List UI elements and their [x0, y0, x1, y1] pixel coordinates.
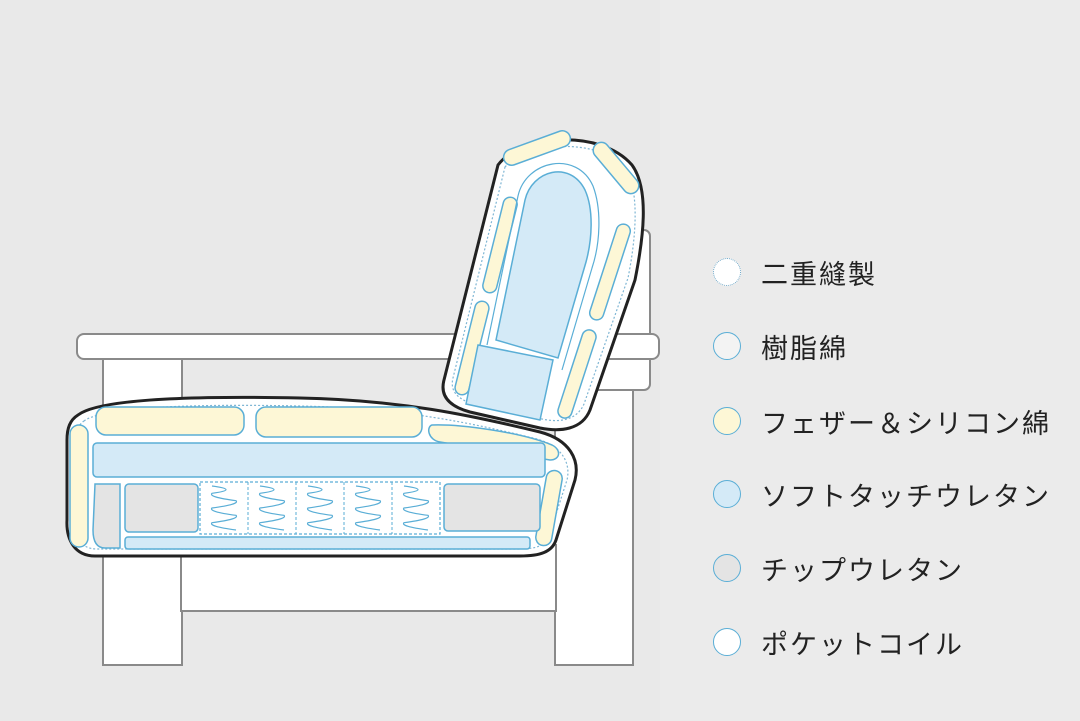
resin-cotton-swatch-icon [713, 332, 741, 360]
pocket-coil-swatch-icon [713, 628, 741, 656]
seat-chip-urethane-block [124, 483, 199, 533]
back-urethane-inner-line [486, 162, 600, 371]
seat-feather-pad [95, 406, 245, 436]
seat-soft-urethane-base [124, 536, 531, 550]
legend-item-resin-cotton: 樹脂綿 [713, 328, 1073, 365]
back-feather-pad [482, 196, 518, 294]
back-urethane-block [465, 344, 554, 421]
legend-label: ポケットコイル [761, 629, 964, 661]
chip-urethane-swatch-icon [713, 554, 741, 582]
double-stitch-swatch-icon [713, 258, 741, 286]
seat-feather-pad [255, 406, 423, 438]
soft-touch-urethane-swatch-icon [713, 480, 741, 508]
back-feather-pad [557, 329, 597, 419]
back-cushion-stitch [451, 145, 636, 422]
pocket-coil-spring [258, 485, 286, 531]
legend: 二重縫製 樹脂綿 フェザー＆シリコン綿 ソフトタッチウレタン チップウレタン ポ… [713, 254, 1073, 698]
pocket-coil-spring [402, 485, 430, 531]
back-feather-pad [502, 130, 572, 166]
seat-cushion [65, 395, 578, 558]
legend-item-pocket-coil: ポケットコイル [713, 624, 1073, 661]
seat-feather-pad [535, 469, 563, 547]
back-urethane-arch [495, 171, 592, 359]
pocket-coil-spring [354, 485, 382, 531]
legend-item-double-stitch: 二重縫製 [713, 254, 1073, 291]
legend-label: チップウレタン [761, 555, 964, 587]
back-feather-pad [588, 223, 632, 321]
feather-silicone-swatch-icon [713, 407, 741, 435]
legend-item-chip-urethane: チップウレタン [713, 550, 1073, 587]
seat-feather-pad [69, 424, 89, 548]
seat-chip-urethane-block [443, 483, 541, 532]
back-feather-pad [592, 141, 640, 195]
legend-item-feather-silicone: フェザー＆シリコン綿 [713, 403, 1073, 440]
sofa-cross-section-diagram [65, 130, 660, 666]
pocket-coils [199, 481, 441, 535]
legend-panel [660, 0, 1080, 721]
legend-label: 樹脂綿 [761, 333, 848, 365]
seat-chip-urethane-block [92, 483, 121, 549]
back-cushion [441, 130, 645, 432]
pocket-coil-spring [306, 485, 334, 531]
seat-soft-urethane-layer [92, 442, 546, 478]
legend-label: ソフトタッチウレタン [761, 481, 1051, 513]
pocket-coil-spring [210, 485, 238, 531]
legend-label: 二重縫製 [761, 259, 877, 291]
legend-item-soft-touch-urethane: ソフトタッチウレタン [713, 476, 1073, 513]
legend-label: フェザー＆シリコン綿 [761, 408, 1051, 440]
